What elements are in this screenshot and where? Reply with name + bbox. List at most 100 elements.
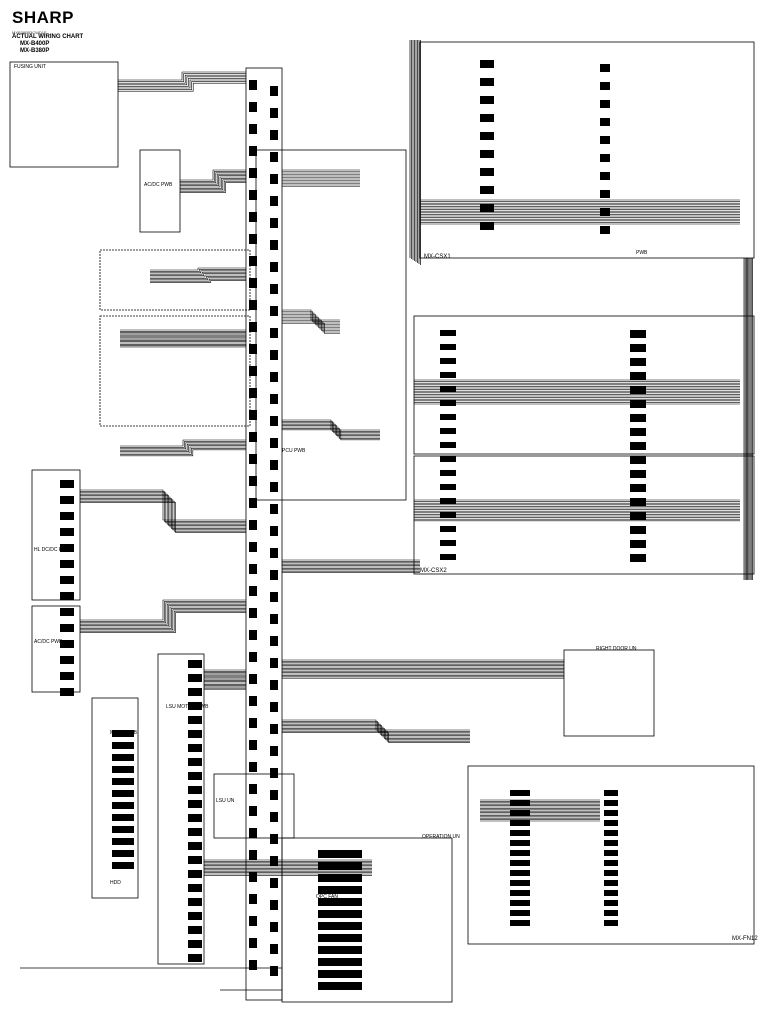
pcu-connector bbox=[188, 688, 202, 696]
pcu-connector bbox=[188, 842, 202, 850]
csx2-connector bbox=[630, 540, 646, 548]
csx2-connector bbox=[630, 414, 646, 422]
mfpc-pwb-box bbox=[91, 697, 139, 899]
pcu-connector bbox=[188, 702, 202, 710]
trunk-connector bbox=[270, 900, 278, 910]
unit-labels: FUSING UNIT AC/DC PWB HL DC/DC PWB AC/DC… bbox=[14, 64, 758, 942]
trunk-connector bbox=[249, 960, 257, 970]
csx2-connector bbox=[630, 470, 646, 478]
csx2-connector bbox=[440, 512, 456, 518]
mfpc-connector bbox=[112, 766, 134, 773]
csx2-connector bbox=[440, 414, 456, 420]
hv-harness bbox=[80, 492, 246, 524]
trunk-connector bbox=[249, 652, 257, 662]
pcu-connector bbox=[188, 856, 202, 864]
fn12-connector bbox=[510, 840, 530, 846]
trunk-connector bbox=[249, 366, 257, 376]
sb-interface-harness bbox=[282, 314, 340, 325]
pcu-connector bbox=[188, 954, 202, 962]
trunk-connector bbox=[270, 130, 278, 140]
hv-harness bbox=[80, 489, 246, 521]
fn12-connector bbox=[604, 860, 618, 866]
trunk-connector bbox=[249, 630, 257, 640]
mfpc-connector bbox=[112, 778, 134, 785]
acdc-harness bbox=[180, 171, 246, 182]
csx1-connector bbox=[480, 150, 494, 158]
csx2-connector bbox=[630, 484, 646, 492]
dv-interface-harness bbox=[282, 426, 380, 438]
mx-csx1-label: MX-CSX1 bbox=[424, 254, 451, 260]
pcu-harness bbox=[120, 439, 246, 447]
fusing-harness bbox=[118, 82, 246, 92]
trunk-connector bbox=[249, 718, 257, 728]
fn12-connector bbox=[510, 790, 530, 796]
trunk-connector bbox=[270, 328, 278, 338]
csx2-connector bbox=[440, 456, 456, 462]
csx2-connector bbox=[630, 428, 646, 436]
acdc-lower-harness bbox=[80, 602, 246, 624]
acdc-lower-harness bbox=[80, 603, 246, 625]
opc-connector bbox=[318, 970, 362, 978]
csx2-connector bbox=[630, 526, 646, 534]
trunk-connector bbox=[270, 394, 278, 404]
dv-interface-harness bbox=[282, 423, 380, 435]
opc-connector bbox=[318, 886, 362, 894]
fin-interface-harness bbox=[282, 732, 470, 743]
fusing-harness bbox=[118, 76, 246, 86]
trunk-connector bbox=[270, 152, 278, 162]
csx1-connector bbox=[480, 186, 494, 194]
acdc-lower-harness bbox=[80, 599, 246, 621]
csx1-connector bbox=[600, 64, 610, 72]
acdc-lower-harness bbox=[80, 609, 246, 631]
csx2-connector bbox=[630, 512, 646, 520]
trunk-connector bbox=[270, 108, 278, 118]
pcu-connector bbox=[188, 660, 202, 668]
pcu-harness bbox=[120, 446, 246, 454]
fn12-connector bbox=[510, 920, 530, 926]
acdc-lower-harness bbox=[80, 601, 246, 622]
opc-connector bbox=[318, 898, 362, 906]
csx1-connector bbox=[600, 82, 610, 90]
csx1-connector bbox=[480, 168, 494, 176]
opc-connector bbox=[318, 934, 362, 942]
csx2-connector bbox=[630, 386, 646, 394]
trunk-connector bbox=[270, 372, 278, 382]
fin-interface-harness bbox=[282, 728, 470, 739]
fin-interface-harness bbox=[282, 722, 470, 734]
pcu-connector bbox=[188, 744, 202, 752]
model-name-1: MX-B400P bbox=[20, 41, 50, 47]
trunk-connector bbox=[249, 124, 257, 134]
pcu-connector bbox=[188, 758, 202, 766]
harness-wires bbox=[20, 40, 753, 991]
csx2-connector bbox=[440, 344, 456, 350]
connector-blocks bbox=[60, 60, 646, 990]
trunk-connector bbox=[249, 476, 257, 486]
pcu-connector bbox=[188, 940, 202, 948]
mfpc-connector bbox=[112, 790, 134, 797]
trunk-connector bbox=[270, 438, 278, 448]
csx1-connector bbox=[600, 172, 610, 180]
acdc-lower-harness bbox=[80, 605, 246, 626]
trunk-connector bbox=[249, 146, 257, 156]
trunk-connector bbox=[270, 240, 278, 250]
fn12-connector bbox=[604, 810, 618, 816]
trunk-connector bbox=[249, 608, 257, 618]
hv-connector bbox=[60, 512, 74, 520]
fn12-connector bbox=[510, 850, 530, 856]
trunk-connector bbox=[270, 460, 278, 470]
opc-connector bbox=[318, 946, 362, 954]
lsu-harness bbox=[150, 277, 246, 281]
mfpc-connector bbox=[112, 802, 134, 809]
lsu-harness bbox=[150, 274, 246, 278]
hv-connector bbox=[60, 688, 74, 696]
csx2-connector bbox=[440, 372, 456, 378]
trunk-connector bbox=[249, 454, 257, 464]
sb-interface-harness bbox=[282, 311, 340, 322]
trunk-connector bbox=[270, 746, 278, 756]
trunk-connector bbox=[249, 300, 257, 310]
hv-connector bbox=[60, 608, 74, 616]
hv-harness bbox=[80, 491, 246, 522]
trunk-connector bbox=[270, 944, 278, 954]
csx2-connector bbox=[630, 330, 646, 338]
hv-connector bbox=[60, 560, 74, 568]
